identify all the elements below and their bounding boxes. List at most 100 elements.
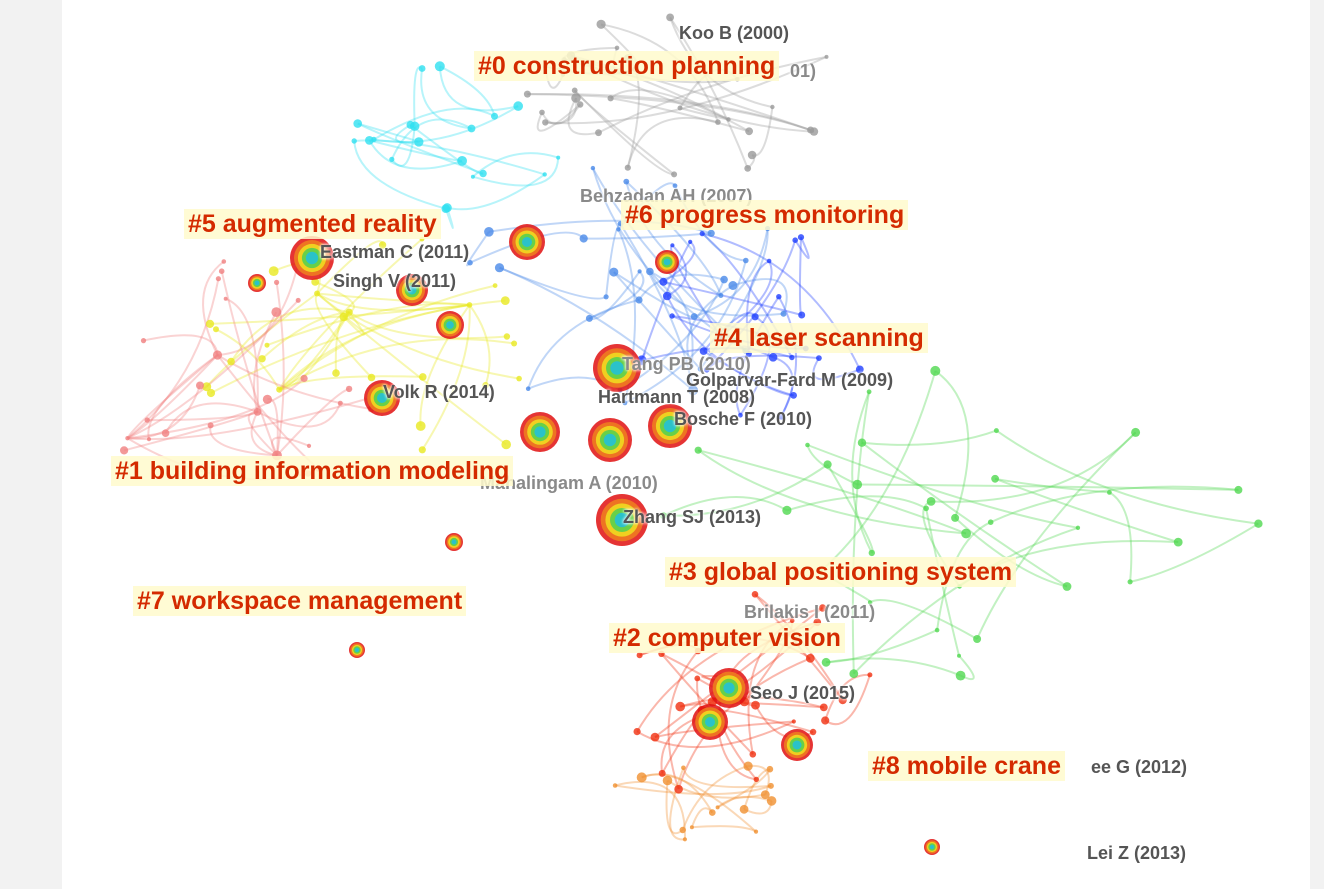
small-node	[715, 805, 720, 810]
small-node	[262, 394, 272, 404]
edge	[1129, 522, 1259, 583]
small-node	[378, 241, 387, 249]
edge	[679, 696, 825, 709]
edge	[614, 780, 686, 840]
ref-label-volk-2014: Volk R (2014)	[383, 382, 495, 402]
edge	[610, 97, 750, 133]
edge	[703, 350, 794, 397]
edge	[164, 402, 258, 434]
small-node	[300, 374, 308, 382]
ref-label-tang-2010: Tang PB (2010)	[622, 354, 751, 374]
edge	[438, 66, 519, 112]
edge	[215, 328, 281, 391]
small-node	[672, 183, 678, 189]
edge	[202, 260, 225, 356]
edge	[348, 311, 507, 340]
small-node	[353, 119, 363, 128]
edge	[126, 354, 219, 439]
ref-label-lee-2012: ee G (2012)	[1091, 757, 1188, 777]
small-node	[749, 751, 757, 758]
edge	[536, 103, 581, 132]
small-node	[821, 657, 831, 667]
small-node	[332, 369, 340, 377]
edge	[527, 92, 815, 133]
small-node	[991, 474, 999, 483]
ref-label-hartmann-2008: Hartmann T (2008)	[598, 387, 756, 407]
major-reference-node	[290, 236, 334, 280]
small-node	[345, 308, 353, 316]
edge	[857, 483, 1239, 491]
edge	[682, 767, 771, 789]
major-reference-node	[924, 839, 940, 855]
small-node	[715, 119, 721, 125]
small-node	[414, 137, 424, 147]
edge	[638, 273, 725, 301]
small-node	[849, 669, 859, 679]
small-node	[934, 627, 940, 633]
small-node	[955, 670, 966, 681]
small-node	[418, 65, 426, 72]
edge	[990, 485, 1239, 524]
small-node	[1234, 485, 1243, 494]
small-node	[838, 696, 847, 705]
small-node	[125, 436, 130, 441]
edge	[275, 282, 285, 456]
small-node	[805, 653, 815, 663]
edge	[316, 292, 470, 312]
small-node	[295, 297, 301, 303]
small-node	[467, 124, 476, 133]
small-node	[767, 782, 774, 789]
edge	[390, 118, 472, 160]
edge	[126, 278, 220, 439]
edge	[573, 89, 675, 176]
small-node	[744, 165, 752, 172]
edge	[373, 107, 495, 141]
edge	[851, 391, 871, 674]
small-node	[650, 732, 660, 742]
small-node	[961, 528, 971, 539]
small-node	[809, 728, 817, 736]
major-reference-node	[593, 344, 641, 392]
small-node	[987, 519, 994, 525]
edge	[665, 780, 684, 835]
small-node	[743, 761, 753, 771]
small-node	[1075, 525, 1081, 530]
edge	[395, 124, 419, 144]
small-node	[671, 171, 678, 178]
small-node	[789, 618, 795, 624]
edge	[278, 238, 423, 391]
edge	[825, 657, 961, 677]
small-node	[728, 281, 738, 290]
small-node	[857, 438, 867, 447]
edge	[681, 765, 749, 831]
small-node	[670, 243, 675, 248]
small-node	[1127, 579, 1133, 585]
small-node	[751, 313, 759, 321]
small-node	[268, 266, 279, 276]
edge	[934, 370, 970, 519]
small-node	[500, 296, 510, 305]
edge	[278, 375, 423, 391]
cluster-label-0: #0 construction planning	[474, 51, 780, 81]
edge	[250, 411, 278, 457]
edge	[225, 297, 259, 412]
edge	[667, 650, 699, 790]
small-node	[607, 95, 614, 102]
small-node	[690, 313, 698, 320]
small-node	[542, 119, 549, 126]
small-node	[223, 296, 228, 301]
edge	[869, 598, 978, 640]
edge	[439, 65, 496, 117]
edge	[786, 495, 927, 512]
small-node	[658, 769, 666, 777]
edge	[261, 311, 350, 360]
small-node	[738, 412, 743, 418]
small-node	[688, 239, 693, 244]
small-node	[709, 809, 716, 816]
edge	[824, 673, 870, 721]
small-node	[415, 421, 426, 431]
small-node	[660, 512, 667, 519]
edge	[368, 139, 463, 170]
edge	[706, 239, 797, 371]
small-node	[212, 350, 223, 360]
